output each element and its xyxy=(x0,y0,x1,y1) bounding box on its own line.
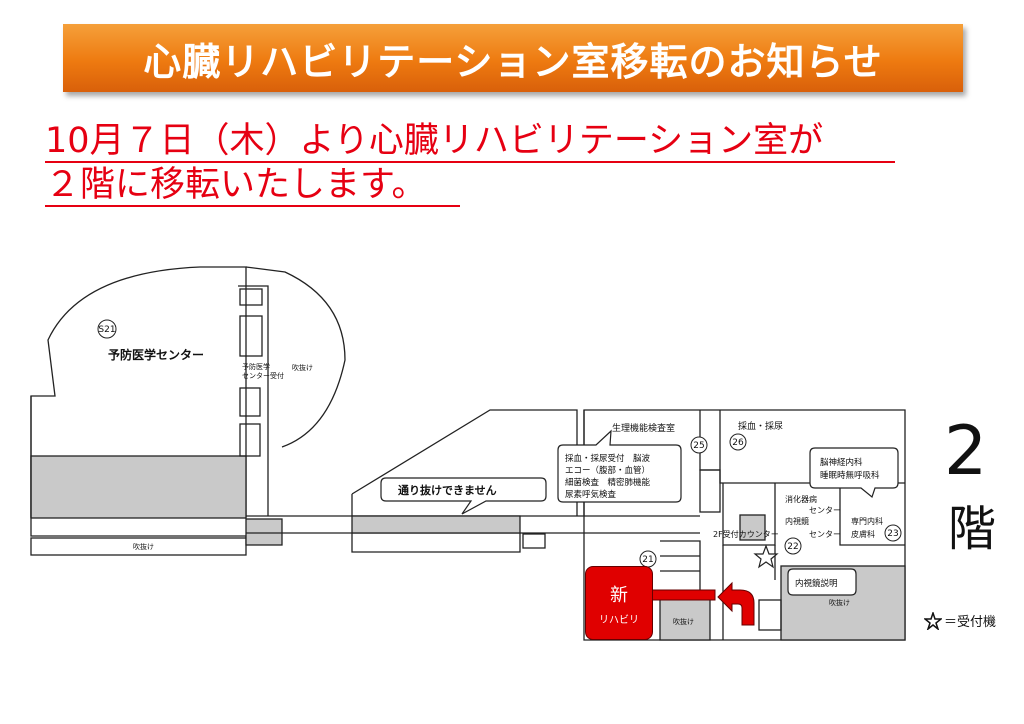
atrium-curve xyxy=(245,266,346,448)
digestive-line-4: センター xyxy=(809,530,841,539)
blood-title: 採血・採尿 xyxy=(738,420,783,432)
neuro-line-1: 脳神経内科 xyxy=(820,457,863,468)
elevator-top xyxy=(239,315,263,357)
physiology-bubble-3: 細菌検査 精密肺機能 xyxy=(565,477,651,488)
physiology-title: 生理機能検査室 xyxy=(612,422,675,434)
restroom-east xyxy=(758,599,782,631)
title-banner: 心臓リハビリテーション室移転のお知らせ xyxy=(63,24,963,92)
badge-22-text: 22 xyxy=(787,542,798,552)
atrium-label-left: 吹抜け xyxy=(133,542,154,551)
badge-23-text: 23 xyxy=(887,529,898,539)
badge-26-text: 26 xyxy=(732,438,744,448)
notice-underline-2 xyxy=(45,205,460,207)
banner-title: 心臓リハビリテーション室移転のお知らせ xyxy=(143,39,883,84)
no-passage-text: 通り抜けできません xyxy=(398,483,497,497)
star-icon xyxy=(753,544,779,569)
new-rehab-main: 新 xyxy=(610,585,628,606)
physiology-bubble xyxy=(557,429,682,503)
floor-suffix: 階 xyxy=(948,501,997,557)
atrium-label-right: 吹抜け xyxy=(829,598,850,607)
digestive-line-2: センター xyxy=(809,506,841,515)
route-arrow-icon xyxy=(717,581,755,626)
physiology-bubble-2: エコー（腹部・血管） xyxy=(565,465,650,476)
stairs-east xyxy=(660,540,701,598)
preventive-reception-2: センター受付 xyxy=(242,371,284,380)
preventive-center-label: 予防医学センター xyxy=(108,347,204,362)
reception-2f-label: 2F受付カウンター xyxy=(713,529,779,539)
digestive-line-3: 内視鏡 xyxy=(785,516,809,526)
preventive-center-building xyxy=(30,266,247,518)
atrium-strip-left xyxy=(30,537,247,556)
physiology-bubble-4: 尿素呼気検査 xyxy=(565,489,617,500)
notice-line-1: 10月７日（木）より心臓リハビリテーション室が xyxy=(45,121,824,161)
neuro-bubble xyxy=(809,447,899,499)
hall-lower xyxy=(351,533,521,553)
corridor-shaded xyxy=(351,515,521,534)
physiology-bubble-1: 採血・採尿受付 脳波 xyxy=(565,453,651,464)
badge-s21 xyxy=(97,319,117,339)
restroom-top xyxy=(239,288,263,306)
preventive-shaded-area xyxy=(30,455,247,519)
no-passage-bubble xyxy=(380,477,547,515)
legend-text: ＝受付機 xyxy=(944,615,997,630)
badge-21-text: 21 xyxy=(642,555,653,565)
legend: ＝受付機 xyxy=(924,611,996,630)
neuro-line-2: 睡眠時無呼吸科 xyxy=(820,470,880,481)
digestive-shaded xyxy=(739,514,766,541)
elevator-mid xyxy=(239,387,261,417)
core-column xyxy=(238,285,269,516)
badge-25-text: 25 xyxy=(693,441,704,451)
floor-number: 2 xyxy=(944,412,988,491)
atrium-label-top: 吹抜け xyxy=(292,363,313,372)
restroom-corridor xyxy=(522,533,546,549)
new-rehab-marker: 新 リハビリ xyxy=(585,566,653,640)
badge-s21-text: S21 xyxy=(98,325,115,335)
endoscopy-text: 内視鏡説明 xyxy=(795,578,838,589)
badge-25 xyxy=(690,436,708,454)
notice-underline-1 xyxy=(45,161,895,163)
star-icon xyxy=(924,611,942,630)
new-rehab-sub: リハビリ xyxy=(599,615,639,626)
preventive-reception-1: 予防医学 xyxy=(242,362,270,371)
specialty-line-1: 専門内科 xyxy=(851,516,883,526)
atrium-label-center: 吹抜け xyxy=(673,617,694,626)
notice-line-2: ２階に移転いたします。 xyxy=(45,165,427,205)
restroom-mid xyxy=(239,423,261,457)
route-bar xyxy=(649,589,716,601)
badge-22 xyxy=(784,537,802,555)
endoscopy-bubble xyxy=(787,568,857,596)
badge-23 xyxy=(884,524,902,542)
digestive-block xyxy=(722,483,776,546)
stair-block-left xyxy=(245,518,283,546)
specialty-line-2: 皮膚科 xyxy=(851,529,875,539)
specialty-room xyxy=(839,483,905,546)
badge-26 xyxy=(729,433,747,451)
elevator-east xyxy=(699,469,721,513)
digestive-line-1: 消化器病 xyxy=(785,494,817,504)
